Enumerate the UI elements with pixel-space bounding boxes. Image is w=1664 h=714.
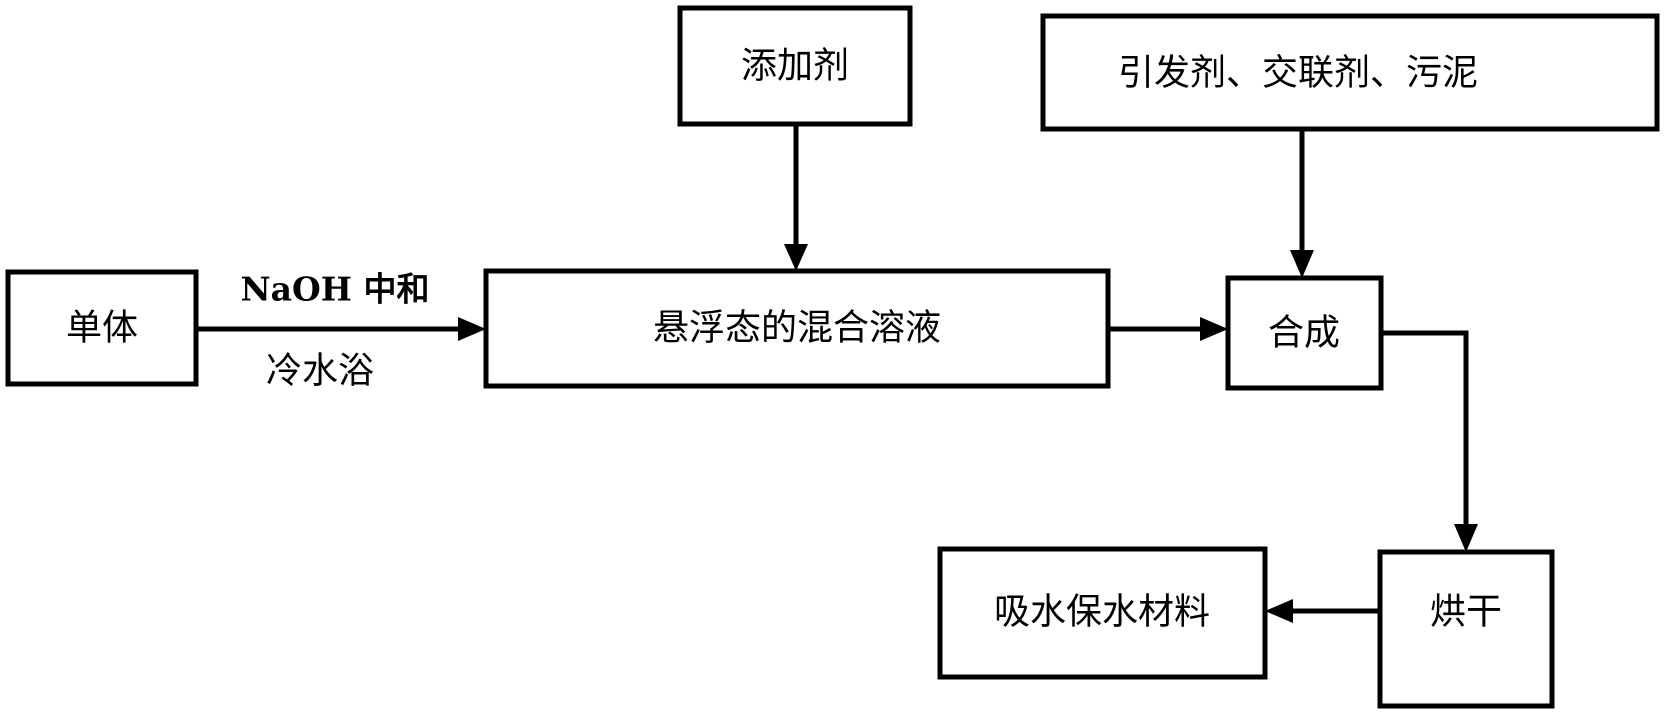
additive-label: 添加剂: [741, 46, 849, 87]
synthesis-box: [1225, 275, 1384, 391]
initiator-group-label: 引发剂、交联剂、污泥: [1118, 53, 1478, 94]
product-label: 吸水保水材料: [994, 592, 1210, 633]
arrow-drying-to-product-head: [1265, 599, 1293, 623]
product-box: [937, 546, 1268, 680]
cold-bath-edge-label: 冷水浴: [266, 351, 374, 392]
arrow-synthesis-to-drying-head: [1454, 524, 1478, 552]
arrow-synthesis-to-drying-line: [1381, 330, 1469, 526]
monomer-label: 单体: [66, 308, 138, 349]
additive-box: [677, 5, 913, 127]
neutralize-edge-label: NaOH 中和: [241, 270, 430, 309]
monomer-box: [5, 269, 199, 387]
drying-box: [1377, 549, 1555, 709]
arrow-solution-to-synthesis-head: [1200, 317, 1228, 341]
initiator-group-box: [1040, 13, 1660, 132]
arrow-initiator-to-synthesis-head: [1290, 250, 1314, 278]
arrow-monomer-to-solution-head: [458, 317, 486, 341]
mixed-solution-box: [483, 268, 1111, 389]
arrow-additive-to-solution-head: [784, 244, 808, 271]
drying-label: 烘干: [1430, 592, 1502, 633]
mixed-solution-label: 悬浮态的混合溶液: [653, 308, 941, 349]
synthesis-label: 合成: [1268, 313, 1340, 354]
